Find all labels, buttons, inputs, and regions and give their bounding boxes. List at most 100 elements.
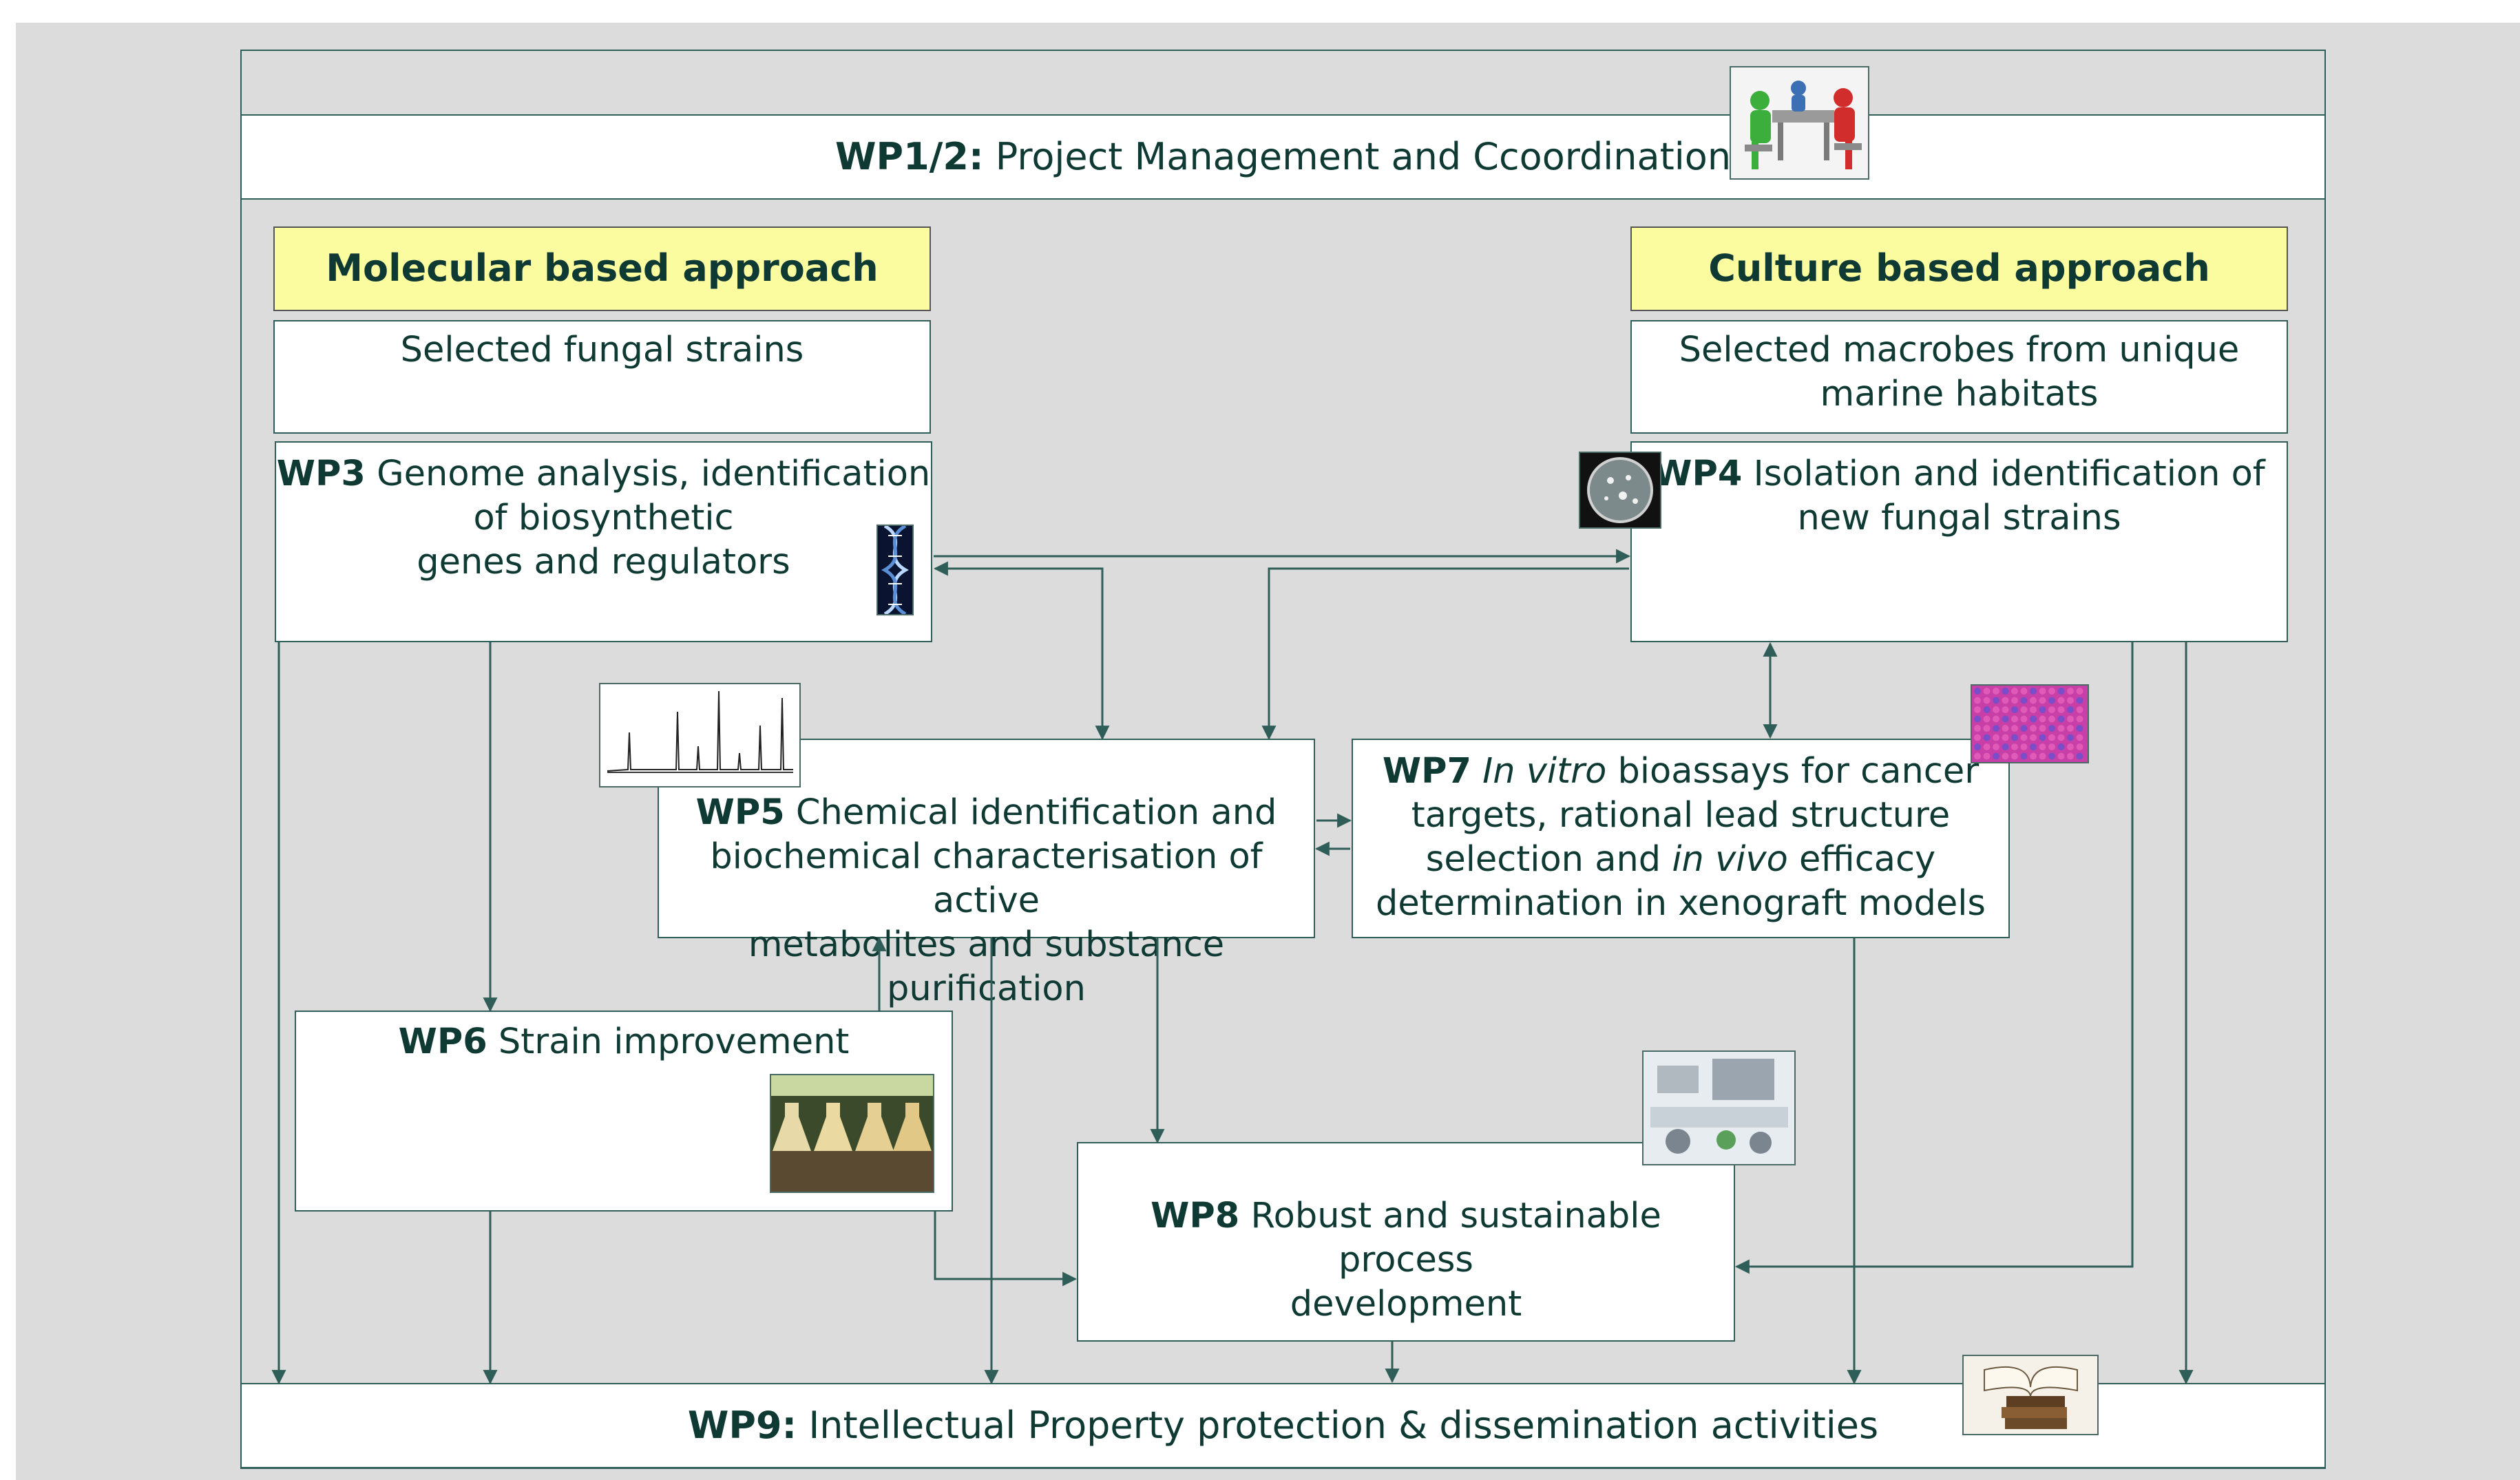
plate-well (2039, 697, 2046, 704)
plate-well (2048, 688, 2055, 695)
plate-well (2030, 743, 2037, 750)
wp6-line1: WP6 Strain improvement (296, 1020, 952, 1064)
plate-well (2030, 734, 2037, 741)
books-icon (1962, 1355, 2099, 1435)
lab-equipment-photo (1642, 1050, 1796, 1165)
microplate-icon (1971, 684, 2089, 763)
plate-well (2020, 715, 2028, 723)
plate-well (1993, 697, 1999, 704)
wp3-box: WP3 Genome analysis, identification of b… (275, 441, 932, 642)
wp5-line1: WP5 Chemical identification and (659, 791, 1314, 835)
connector-wp6-wp8 (934, 1212, 1078, 1287)
plate-well (2039, 752, 2046, 760)
wp12-text: Project Management and Ccoordination (983, 135, 1732, 178)
plate-well (2067, 697, 2074, 704)
wp8-box: WP8 Robust and sustainable process devel… (1077, 1142, 1735, 1342)
plate-well (2057, 752, 2065, 760)
plate-well (2076, 743, 2083, 750)
wp12-banner: WP1/2: Project Management and Ccoordinat… (240, 114, 2326, 200)
plate-well (2002, 734, 2009, 741)
plate-well (1993, 725, 1999, 732)
plate-well (2011, 743, 2018, 750)
plate-well (1993, 734, 1999, 741)
meeting-icon (1730, 66, 1869, 180)
plate-well (2011, 715, 2018, 723)
plate-well (2048, 725, 2055, 732)
wp6-code: WP6 (398, 1022, 487, 1062)
culture-input-line1: Selected macrobes from unique (1679, 330, 2240, 370)
plate-well (2048, 697, 2055, 704)
wp7-box: WP7 In vitro bioassays for cancer target… (1352, 739, 2010, 938)
plate-well (2048, 715, 2055, 723)
wp7-line4: determination in xenograft models (1376, 883, 1986, 924)
plate-well (2039, 688, 2046, 695)
plate-well (2039, 706, 2046, 713)
plate-well (2002, 743, 2009, 750)
plate-well (2057, 743, 2065, 750)
wp7-line2: targets, rational lead structure (1411, 795, 1951, 836)
wp5-line1-text: Chemical identification and (784, 792, 1277, 833)
plate-well (1983, 743, 1991, 750)
wp7-line3-pre: selection and (1425, 839, 1672, 880)
connector-wp5-wp3 (933, 561, 1110, 741)
plate-well (2057, 688, 2065, 695)
plate-well (2048, 743, 2055, 750)
plate-well (1974, 743, 1981, 750)
plate-well (1974, 697, 1981, 704)
wp6-text: Strain improvement (487, 1022, 850, 1062)
plate-well (2067, 725, 2074, 732)
plate-well (2011, 752, 2018, 760)
wp7-code: WP7 (1382, 751, 1471, 792)
plate-well (2030, 706, 2037, 713)
plate-well (2076, 734, 2083, 741)
plate-well (2030, 715, 2037, 723)
outer-frame (240, 50, 2326, 1469)
plate-well (2011, 697, 2018, 704)
molecular-approach-header: Molecular based approach (273, 226, 931, 311)
plate-well (2002, 706, 2009, 713)
plate-well (2057, 734, 2065, 741)
wp5-line2: biochemical characterisation of active (710, 836, 1263, 921)
plate-well (2048, 734, 2055, 741)
plate-well (2067, 752, 2074, 760)
plate-well (1993, 706, 1999, 713)
plate-well (2020, 706, 2028, 713)
plate-well (2002, 725, 2009, 732)
wp9-text: Intellectual Property protection & disse… (797, 1404, 1879, 1447)
plate-well (2076, 752, 2083, 760)
plate-well (2020, 725, 2028, 732)
plate-well (2002, 752, 2009, 760)
wp7-line1: WP7 In vitro bioassays for cancer (1353, 750, 2008, 794)
wp4-line2: new fungal strains (1797, 498, 2121, 538)
plate-well (2048, 706, 2055, 713)
plate-well (2030, 725, 2037, 732)
plate-well (1993, 715, 1999, 723)
plate-well (2020, 688, 2028, 695)
plate-well (2057, 725, 2065, 732)
petri-dish-icon (1579, 452, 1661, 529)
plate-well (2076, 697, 2083, 704)
wp8-code: WP8 (1151, 1196, 1240, 1236)
plate-well (2002, 697, 2009, 704)
wp4-code: WP4 (1653, 454, 1743, 494)
connector-wp4-wp5 (1261, 567, 1629, 741)
plate-well (1983, 706, 1991, 713)
wp7-line3: selection and in vivo efficacy (1353, 838, 2008, 882)
wp8-line1: WP8 Robust and sustainable process (1078, 1194, 1734, 1282)
plate-well (1983, 752, 1991, 760)
plate-well (2030, 688, 2037, 695)
plate-well (2039, 715, 2046, 723)
molecular-input-box: Selected fungal strains (273, 320, 931, 434)
plate-well (2067, 706, 2074, 713)
plate-well (2030, 752, 2037, 760)
wp7-line1-text: bioassays for cancer (1606, 751, 1980, 792)
plate-well (2076, 706, 2083, 713)
plate-well (2011, 706, 2018, 713)
wp5-box: WP5 Chemical identification and biochemi… (658, 739, 1315, 1009)
wp4-box: WP4 Isolation and identification of new … (1630, 441, 2288, 642)
wp9-code: WP9: (687, 1404, 797, 1447)
dna-helix-icon (876, 525, 914, 615)
plate-well (1983, 715, 1991, 723)
culture-input-box: Selected macrobes from unique marine hab… (1630, 320, 2288, 434)
plate-well (2039, 734, 2046, 741)
